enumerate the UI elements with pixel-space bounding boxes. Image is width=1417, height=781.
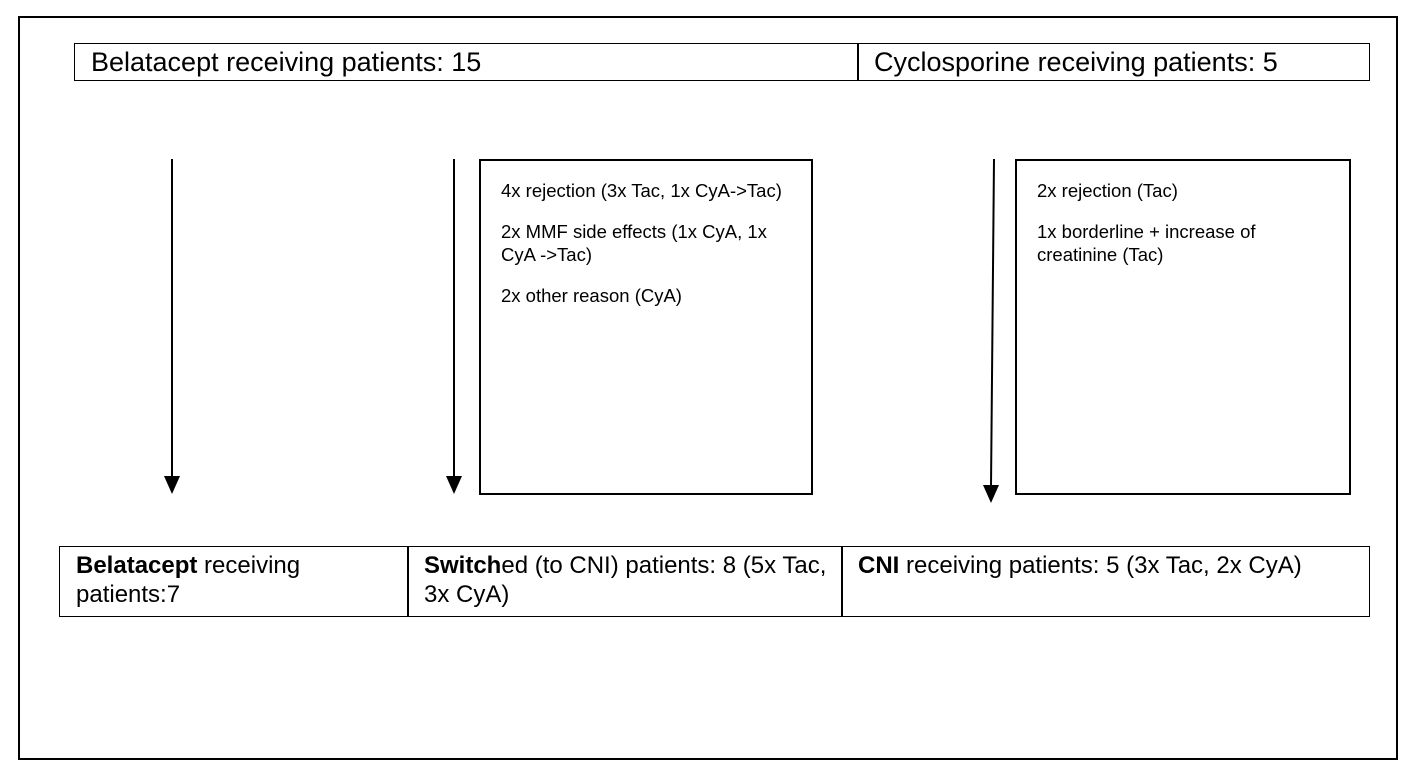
cni-reason-borderline: 1x borderline + increase of creatinine (… — [1037, 221, 1256, 265]
cni-final-bold: CNI — [858, 552, 900, 579]
belatacept-initial-box: Belatacept receiving patients: 15 — [74, 43, 859, 81]
cni-reasons-box: 2x rejection (Tac) 1x borderline + incre… — [1015, 159, 1351, 495]
belatacept-final-box: Belatacept receiving patients:7 — [59, 546, 409, 617]
switch-reason-mmf-side-effects: 2x MMF side effects (1x CyA, 1x CyA ->Ta… — [501, 221, 767, 265]
arrow-cyclosporine-cni — [983, 158, 999, 503]
switched-final-text: ed (to CNI) patients: 8 (5x Tac, 3x CyA) — [424, 552, 827, 608]
belatacept-final-text: receiving patients:7 — [76, 552, 301, 608]
cyclosporine-initial-box: Cyclosporine receiving patients: 5 — [857, 43, 1370, 81]
switch-reasons-box: 4x rejection (3x Tac, 1x CyA->Tac) 2x MM… — [479, 159, 813, 495]
belatacept-initial-label: Belatacept receiving patients: 15 — [91, 47, 482, 77]
switched-final-box: Switched (to CNI) patients: 8 (5x Tac, 3… — [407, 546, 843, 617]
diagram-frame — [18, 16, 1398, 760]
switched-final-bold: Switch — [424, 552, 502, 579]
arrow-belatacept-switched — [446, 159, 462, 494]
switch-reason-rejection: 4x rejection (3x Tac, 1x CyA->Tac) — [501, 180, 782, 201]
switch-reason-other: 2x other reason (CyA) — [501, 285, 682, 306]
arrow-belatacept-continued — [164, 159, 180, 494]
cyclosporine-initial-label: Cyclosporine receiving patients: 5 — [874, 47, 1278, 77]
belatacept-final-bold: Belatacept — [76, 552, 198, 579]
cni-final-text: receiving patients: 5 (3x Tac, 2x CyA) — [899, 552, 1302, 579]
cni-reason-rejection: 2x rejection (Tac) — [1037, 180, 1178, 201]
cni-final-box: CNI receiving patients: 5 (3x Tac, 2x Cy… — [841, 546, 1370, 617]
